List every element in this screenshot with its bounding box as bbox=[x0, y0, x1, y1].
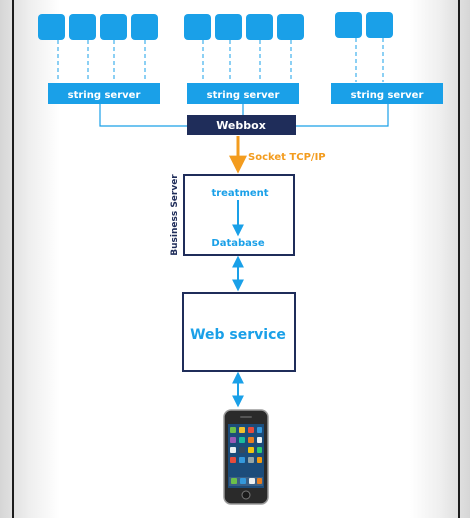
socket-label: Socket TCP/IP bbox=[248, 152, 326, 163]
webbox-box bbox=[187, 115, 296, 135]
string-server-label: string server bbox=[351, 90, 424, 101]
client-node bbox=[335, 12, 362, 38]
client-node bbox=[100, 14, 127, 40]
client-node bbox=[277, 14, 304, 40]
treatment-label: treatment bbox=[211, 188, 268, 199]
client-node bbox=[38, 14, 65, 40]
connector-line bbox=[99, 104, 187, 127]
client-node bbox=[246, 14, 273, 40]
webbox-label: Webbox bbox=[216, 119, 266, 132]
smartphone-icon bbox=[223, 409, 269, 505]
business-server-label: Business Server bbox=[170, 174, 180, 256]
client-group-1 bbox=[38, 14, 158, 82]
client-node bbox=[184, 14, 211, 40]
app-icons bbox=[229, 427, 263, 486]
string-server-box bbox=[331, 83, 443, 104]
webbox: Webbox bbox=[187, 115, 296, 135]
string-server-2: string server bbox=[187, 83, 299, 104]
string-server-box bbox=[48, 83, 160, 104]
client-node bbox=[215, 14, 242, 40]
string-server-box bbox=[187, 83, 299, 104]
string-server-3: string server bbox=[331, 83, 443, 104]
web-service: Web service bbox=[182, 292, 296, 372]
database-label: Database bbox=[211, 238, 264, 249]
string-server-1: string server bbox=[48, 83, 160, 104]
client-node bbox=[69, 14, 96, 40]
client-group-2 bbox=[184, 14, 304, 82]
phone-home-button bbox=[241, 490, 251, 500]
right-border bbox=[458, 0, 460, 518]
string-server-label: string server bbox=[207, 90, 280, 101]
connector-line bbox=[296, 104, 389, 127]
string-server-label: string server bbox=[68, 90, 141, 101]
web-service-box bbox=[182, 292, 296, 372]
web-service-label: Web service bbox=[190, 327, 286, 343]
left-border bbox=[12, 0, 14, 518]
server-to-webbox-links bbox=[99, 104, 389, 127]
client-node bbox=[131, 14, 158, 40]
client-group-3 bbox=[335, 12, 393, 82]
business-server: treatment Database bbox=[183, 174, 295, 256]
client-node bbox=[366, 12, 393, 38]
phone-speaker bbox=[240, 416, 252, 418]
